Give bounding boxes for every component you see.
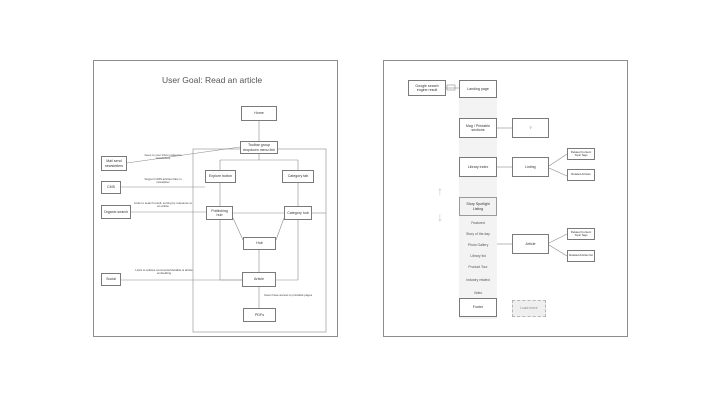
footer-node: Footer — [459, 298, 497, 317]
column-item: Library list — [470, 254, 486, 258]
column-item: Video — [473, 291, 483, 295]
side-box: Related Content Topic Tags — [567, 228, 595, 240]
article-node: Article — [242, 272, 276, 287]
listing-node: Listing — [512, 157, 549, 177]
landing-page-node: Landing page — [459, 80, 497, 98]
mag-node: Mag / Printable sections — [459, 118, 497, 138]
column-item: Story of the day — [466, 232, 490, 236]
side-box: Related Articles list — [567, 250, 595, 262]
home-node: Home — [241, 106, 277, 121]
column-item: Industry related — [466, 278, 490, 282]
question-node: ? — [512, 118, 549, 138]
column-item: Product Tour — [468, 265, 488, 269]
cms-note: Support CMS articles links in newsletter — [144, 177, 182, 185]
cms-node: CMS — [101, 181, 121, 194]
side-box: Related Articles — [567, 169, 595, 181]
publishing-hub-node: Publishing hub — [206, 206, 233, 220]
load-more-node: Load more — [512, 300, 546, 317]
story-node: Story Spotlight Listing — [459, 197, 497, 216]
organic-note: Links to search result, sorting by relev… — [134, 201, 193, 209]
right-article-node: Article — [512, 234, 549, 254]
pdfs-note: Users have access to printable pages — [264, 293, 313, 297]
category-tab-node: Category tab — [282, 170, 314, 183]
column-item: Featured — [471, 221, 485, 225]
social-node: Social — [101, 273, 121, 286]
side-box: Related Content Topic Tags — [567, 148, 595, 160]
down-arrow-icon: ↓ — [437, 210, 443, 224]
up-arrow-icon: ↑ — [437, 184, 443, 198]
toolbar-node: Toolbar group dropdown menu link — [240, 141, 278, 154]
explore-node: Explore button — [205, 170, 236, 183]
page-title: User Goal: Read an article — [162, 75, 263, 85]
hub-node: Hub — [243, 237, 276, 250]
category-hub-node: Category hub — [284, 206, 312, 220]
right-flow-board — [383, 60, 628, 337]
mail-note: Goes to your inbox related to newsletter… — [144, 153, 182, 161]
google-result-node: Google search engine result — [408, 80, 446, 96]
mail-node: Mail send newsletters — [101, 156, 127, 171]
column-item: Photo Gallery — [467, 243, 489, 247]
organic-search-node: Organic search — [101, 205, 131, 219]
social-note: Links to articles comments/sharable & ar… — [135, 268, 193, 276]
left-flow-board — [93, 60, 338, 337]
pdfs-node: PDFs — [243, 308, 276, 322]
library-node: Library index — [459, 157, 497, 177]
